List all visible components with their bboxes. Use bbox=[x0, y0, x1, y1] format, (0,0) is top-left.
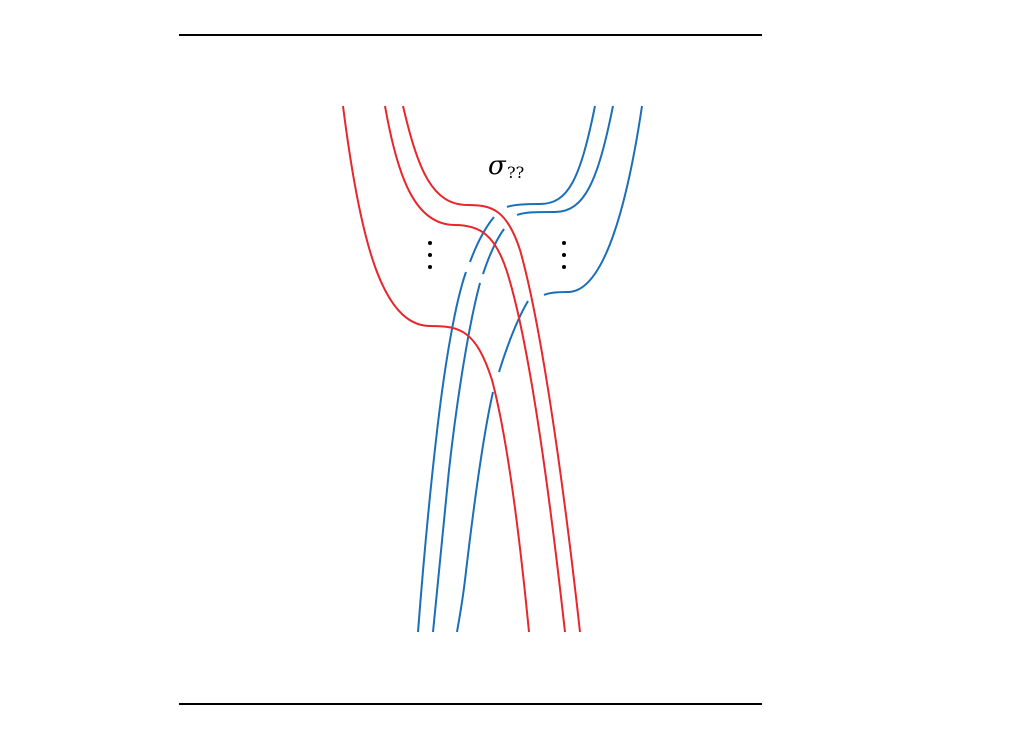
left-dot-1 bbox=[428, 241, 432, 245]
blue-strand-2-upper bbox=[516, 105, 614, 216]
red-strands bbox=[342, 105, 581, 633]
blue-strands bbox=[417, 105, 643, 633]
blue-strand-1-lower bbox=[417, 271, 467, 633]
left-dot-3 bbox=[428, 265, 432, 269]
blue-strand-3-upper bbox=[543, 105, 643, 296]
sigma-subscript: ?? bbox=[507, 163, 524, 182]
blue-strand-2-lower bbox=[432, 282, 481, 633]
blue-strand-2-segment bbox=[482, 228, 505, 275]
red-strand-1 bbox=[342, 105, 530, 633]
right-dot-3 bbox=[562, 265, 566, 269]
blue-strand-3-segment bbox=[498, 300, 529, 373]
left-dot-2 bbox=[428, 253, 432, 257]
blue-strand-1-upper bbox=[506, 105, 596, 208]
right-dot-1 bbox=[562, 241, 566, 245]
red-strand-3 bbox=[402, 105, 581, 633]
blue-strand-1-segment bbox=[469, 216, 495, 263]
red-strand-2 bbox=[384, 105, 566, 633]
sigma-label: σ bbox=[488, 151, 507, 181]
blue-strand-3-lower bbox=[456, 391, 494, 633]
right-vertical-dots bbox=[562, 241, 566, 269]
left-vertical-dots bbox=[428, 241, 432, 269]
right-dot-2 bbox=[562, 253, 566, 257]
